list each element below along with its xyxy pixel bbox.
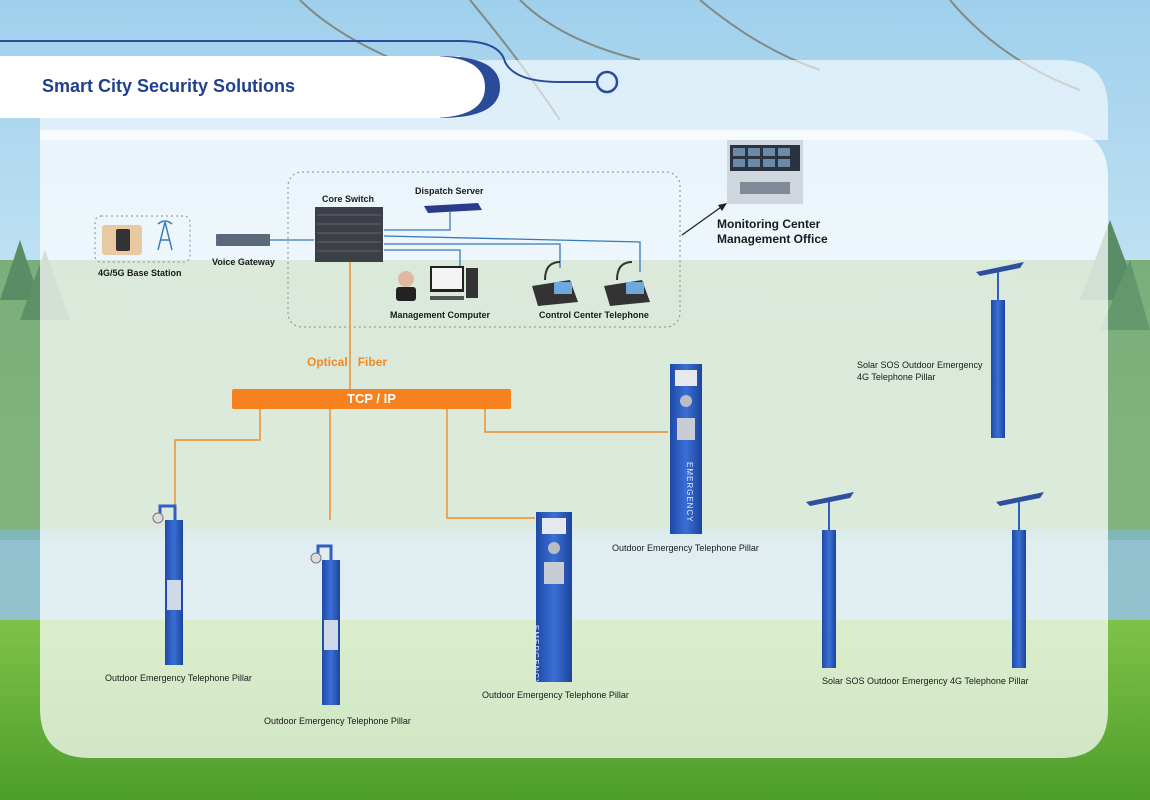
dispatch-server-label: Dispatch Server <box>415 186 484 196</box>
solar-pillar-bottom-2 <box>996 492 1044 668</box>
dispatch-server-device <box>424 203 482 213</box>
title-banner <box>0 56 460 118</box>
control-telephone-label: Control Center Telephone <box>539 310 649 320</box>
voice-gateway-device <box>216 234 270 246</box>
core-switch-label: Core Switch <box>322 194 375 204</box>
page-title: Smart City Security Solutions <box>42 76 296 96</box>
optical-fiber-label: Optical Fiber <box>307 355 387 369</box>
solar-pillar-top <box>976 262 1024 438</box>
pillar-3 <box>536 512 572 682</box>
network-lines <box>270 212 641 272</box>
solar-top-label-line2: 4G Telephone Pillar <box>857 372 936 382</box>
pillar-2 <box>310 544 340 705</box>
base-station-label: 4G/5G Base Station <box>98 268 182 278</box>
monitoring-center-label: Monitoring Center <box>717 217 821 231</box>
core-switch-device <box>315 207 383 262</box>
management-office-label: Management Office <box>717 232 828 246</box>
pillar-4 <box>670 364 702 534</box>
phone-icon <box>102 225 142 255</box>
pillar-4-label: Outdoor Emergency Telephone Pillar <box>612 543 759 553</box>
content-panel <box>40 130 1108 758</box>
pillar-3-label: Outdoor Emergency Telephone Pillar <box>482 690 629 700</box>
management-computer-device <box>396 266 478 301</box>
solar-pillar-bottom-1 <box>806 492 854 668</box>
management-computer-label: Management Computer <box>390 310 491 320</box>
arrow-line <box>681 204 725 236</box>
monitoring-center-image <box>727 140 803 204</box>
pillar-2-label: Outdoor Emergency Telephone Pillar <box>264 716 411 726</box>
pillar-4-emergency-text: EMERGENCY <box>685 462 694 523</box>
tcp-ip-bar: TCP / IP <box>232 389 511 409</box>
fiber-lines <box>174 262 668 520</box>
tower-icon <box>157 220 173 251</box>
pillar-3-emergency-text: EMERGENCY <box>531 625 540 686</box>
solar-bottom-label: Solar SOS Outdoor Emergency 4G Telephone… <box>822 676 1029 686</box>
fiber-word: Fiber <box>357 355 388 369</box>
control-telephone-device <box>532 261 650 306</box>
solar-top-label-line1: Solar SOS Outdoor Emergency <box>857 360 983 370</box>
pillar-1 <box>152 504 183 665</box>
optical-word: Optical <box>307 355 348 369</box>
voice-gateway-label: Voice Gateway <box>212 257 275 267</box>
banner-circle <box>595 70 619 94</box>
pillar-1-label: Outdoor Emergency Telephone Pillar <box>105 673 252 683</box>
